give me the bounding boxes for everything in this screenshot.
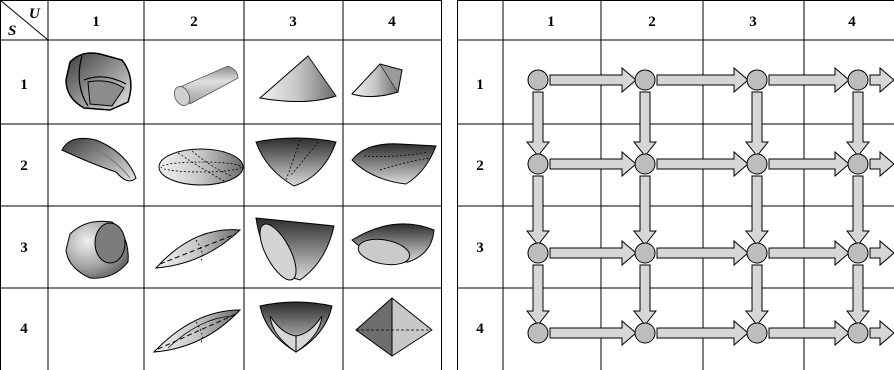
right-row-header-4: 4 [476,321,484,337]
left-row-header-2: 2 [20,158,28,174]
left-table: S U 1 2 3 4 1 2 3 4 [0,0,442,370]
row-symbol: S [8,23,16,39]
arrow-down-c4-r2 [845,175,871,246]
arrow-down-c3-r2 [744,175,770,246]
arrow-down-c2-r3 [632,264,658,326]
arrow-right-out-r1 [869,66,894,94]
shape-s2-u1 [61,137,137,182]
right-col-header-4: 4 [848,14,856,30]
arrow-right-r1-c2 [656,66,749,94]
right-table-grid [457,0,894,370]
node-r3-c2 [634,242,656,264]
arrow-right-r3-c3 [768,239,850,267]
col-symbol: U [29,6,41,22]
node-r2-c2 [634,153,656,175]
shape-s1-u4 [351,63,403,98]
right-col-header-1: 1 [547,14,555,30]
left-col-header-2: 2 [190,14,198,30]
shape-s4-u2 [152,309,242,353]
arrow-down-c3-r3 [744,264,770,326]
right-row-header-2: 2 [476,158,484,174]
shape-s1-u2 [173,65,239,106]
right-col-header-2: 2 [648,14,656,30]
arrow-right-out-r3 [869,239,894,267]
shape-s1-u3 [258,55,337,103]
arrow-right-r2-c1 [549,150,637,178]
right-col-header-3: 3 [749,14,757,30]
arrow-right-r2-c3 [768,150,850,178]
node-r4-c4 [847,322,869,344]
shape-s4-u3 [259,301,333,353]
node-r1-c4 [847,69,869,91]
arrow-right-out-r2 [869,150,894,178]
left-col-header-1: 1 [92,14,100,30]
flow-diagram [525,66,894,347]
right-table: 1 2 3 4 1 2 3 4 [457,0,894,370]
shape-s3-u1 [65,220,129,279]
node-r4-c1 [527,322,549,344]
node-r3-c3 [746,242,768,264]
node-r4-c2 [634,322,656,344]
arrow-right-r4-c1 [549,319,637,347]
left-col-header-4: 4 [388,14,396,30]
arrow-down-c1-r1 [525,91,551,157]
left-row-header-1: 1 [20,77,28,93]
right-row-header-3: 3 [476,240,484,256]
arrow-down-c3-r1 [744,91,770,157]
arrow-right-r4-c3 [768,319,850,347]
arrow-right-out-r4 [869,319,894,347]
left-row-header-4: 4 [20,321,28,337]
arrow-down-c1-r3 [525,264,551,326]
node-r1-c2 [634,69,656,91]
shape-s2-u2 [158,148,244,186]
corner-diagonal [0,0,49,41]
arrow-right-r4-c2 [656,319,749,347]
arrow-right-r3-c2 [656,239,749,267]
arrow-down-c1-r2 [525,175,551,246]
arrow-down-c2-r1 [632,91,658,157]
shape-s2-u3 [255,137,337,187]
arrow-right-r2-c2 [656,150,749,178]
node-r1-c1 [527,69,549,91]
node-r3-c4 [847,242,869,264]
arrow-right-r1-c3 [768,66,850,94]
node-r2-c3 [746,153,768,175]
arrow-down-c4-r1 [845,91,871,157]
arrow-down-c4-r3 [845,264,871,326]
shape-s1-u1 [65,52,132,111]
shape-s2-u4 [351,143,437,185]
shape-s3-u4 [351,223,435,266]
left-row-header-3: 3 [20,240,28,256]
shape-s3-u2 [154,229,242,269]
left-table-grid [0,0,442,370]
right-row-header-1: 1 [476,77,484,93]
shape-s3-u3 [255,217,335,281]
arrow-right-r1-c1 [549,66,637,94]
node-r2-c4 [847,153,869,175]
arrow-right-r3-c1 [549,239,637,267]
left-col-header-3: 3 [289,14,297,30]
node-r2-c1 [527,153,549,175]
node-r4-c3 [746,322,768,344]
shape-s4-u4 [355,297,433,357]
arrow-down-c2-r2 [632,175,658,246]
node-r1-c3 [746,69,768,91]
node-r3-c1 [527,242,549,264]
